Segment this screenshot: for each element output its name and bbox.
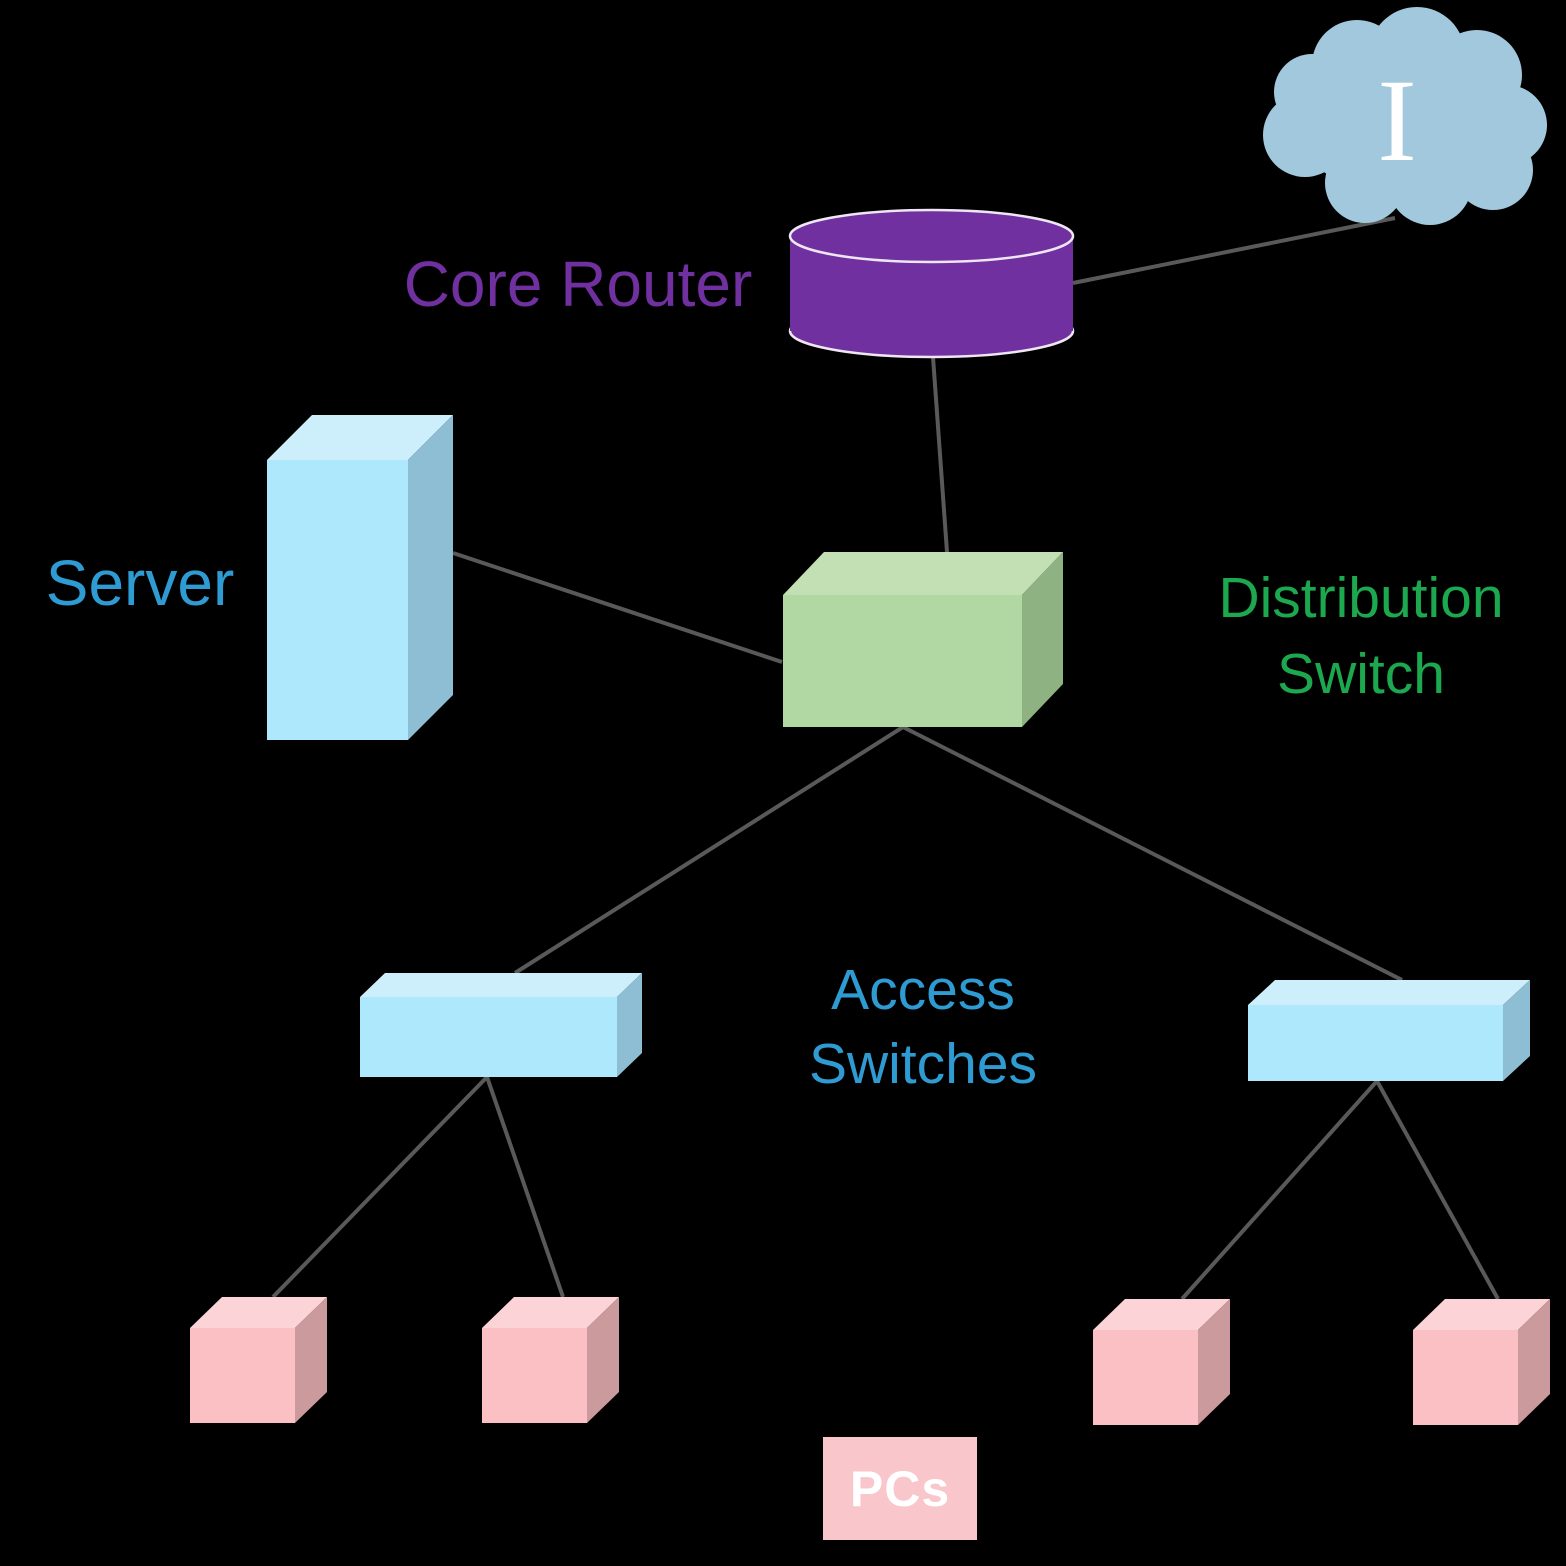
server-node <box>267 415 453 740</box>
link-access-right-pc3 <box>1180 1079 1379 1301</box>
server-box-side <box>408 415 453 740</box>
link-router-distribution <box>931 356 949 553</box>
access-right-side <box>1503 980 1530 1081</box>
link-router-cloud <box>1072 216 1396 285</box>
link-distribution-access-left <box>513 725 905 975</box>
pc3-front <box>1093 1330 1198 1425</box>
link-access-left-pc1 <box>271 1075 489 1299</box>
pc-node-1 <box>190 1297 327 1423</box>
pcs-label-badge: PCs <box>823 1437 977 1540</box>
access-switch-right-node <box>1248 980 1530 1081</box>
pc2-top <box>482 1297 619 1328</box>
access-switches-label-line1: Access <box>831 957 1015 1022</box>
distribution-switch-label-line2: Switch <box>1277 642 1445 706</box>
pc1-top <box>190 1297 327 1328</box>
access-left-side <box>617 973 642 1077</box>
pc3-top <box>1093 1299 1230 1330</box>
access-right-front <box>1248 1005 1503 1081</box>
link-access-left-pc2 <box>485 1076 565 1298</box>
access-left-top <box>360 973 642 997</box>
distribution-switch-label: Distribution Switch <box>1218 561 1503 713</box>
access-switches-label: Access Switches <box>809 953 1037 1101</box>
pc2-side <box>587 1297 619 1423</box>
pc4-top <box>1413 1299 1550 1330</box>
internet-cloud-letter: I <box>1377 55 1417 186</box>
pc4-front <box>1413 1330 1518 1425</box>
connection-lines <box>271 216 1500 1301</box>
link-distribution-access-right <box>902 725 1403 982</box>
access-switch-left-node <box>360 973 642 1077</box>
cloud-body <box>1298 52 1502 196</box>
distribution-box-top <box>783 552 1063 595</box>
pc-node-3 <box>1093 1299 1230 1425</box>
router-cylinder-top-rim <box>788 208 1075 264</box>
access-left-front <box>360 997 617 1077</box>
distribution-box-front <box>783 595 1022 727</box>
distribution-switch-label-line1: Distribution <box>1218 566 1504 631</box>
pc1-front <box>190 1328 295 1423</box>
pcs-label-text: PCs <box>849 1460 951 1517</box>
link-server-distribution <box>452 551 783 664</box>
internet-cloud-shape <box>1263 7 1547 225</box>
distribution-switch-node <box>783 552 1063 727</box>
pc3-side <box>1198 1299 1230 1425</box>
distribution-box-side <box>1022 552 1063 727</box>
core-router-label: Core Router <box>403 248 753 320</box>
access-right-top <box>1248 980 1530 1005</box>
access-switches-label-line2: Switches <box>808 1032 1038 1096</box>
router-cylinder-top <box>790 210 1073 262</box>
server-box-front <box>267 460 408 740</box>
pc2-front <box>482 1328 587 1423</box>
pc-node-4 <box>1413 1299 1550 1425</box>
pc4-side <box>1518 1299 1550 1425</box>
pc1-side <box>295 1297 327 1423</box>
server-box-top <box>267 415 453 460</box>
pc-node-2 <box>482 1297 619 1423</box>
link-access-right-pc4 <box>1375 1080 1500 1300</box>
server-label: Server <box>45 547 235 619</box>
core-router-node <box>788 208 1075 359</box>
